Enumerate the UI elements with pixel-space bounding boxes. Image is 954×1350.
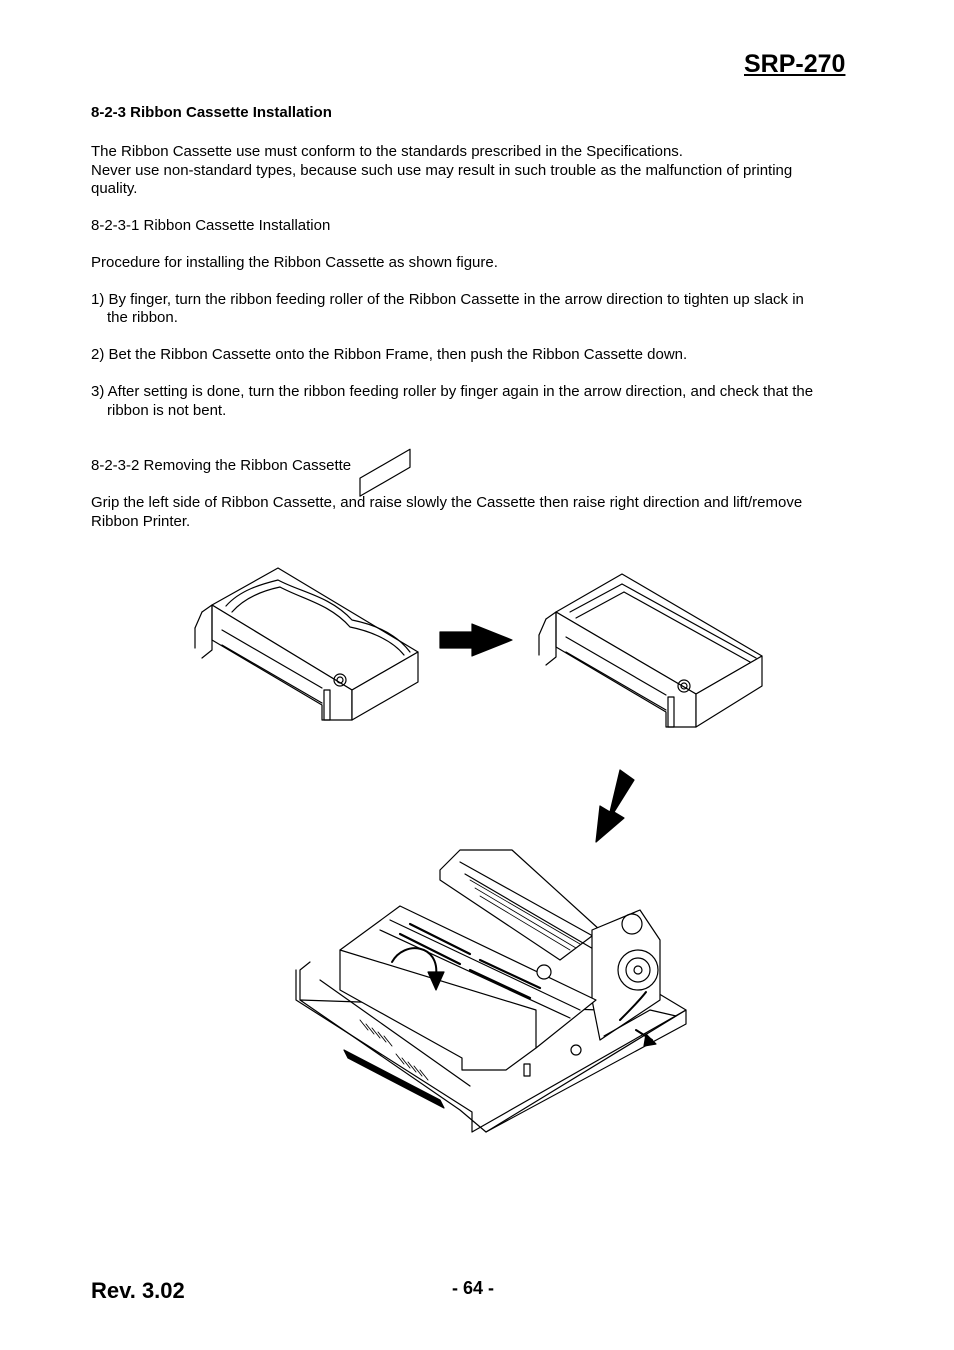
arrow-right-icon <box>440 624 512 656</box>
printer-mechanism <box>296 850 686 1132</box>
step-3-line-1: 3) After setting is done, turn the ribbo… <box>91 383 814 400</box>
remove-heading: 8-2-3-2 Removing the Ribbon Cassette <box>91 457 352 474</box>
cassette-slack-ribbon <box>195 449 418 720</box>
page-number: - 64 - <box>452 1278 495 1298</box>
cassette-tight-ribbon <box>539 574 762 727</box>
remove-line-2: Ribbon Printer. <box>91 513 191 530</box>
step-2: 2) Bet the Ribbon Cassette onto the Ribb… <box>91 346 688 363</box>
intro-line-3: quality. <box>91 180 138 197</box>
remove-line-1: Grip the left side of Ribbon Cassette, a… <box>91 494 803 511</box>
step-3-line-2: ribbon is not bent. <box>107 402 227 419</box>
revision-label: Rev. 3.02 <box>91 1278 185 1303</box>
intro-line-2: Never use non-standard types, because su… <box>91 162 793 179</box>
procedure-text: Procedure for installing the Ribbon Cass… <box>91 254 498 271</box>
step-1-line-2: the ribbon. <box>107 309 178 326</box>
arrow-down-left-icon <box>596 770 634 842</box>
section-heading: 8-2-3 Ribbon Cassette Installation <box>91 104 332 121</box>
install-heading: 8-2-3-1 Ribbon Cassette Installation <box>91 217 331 234</box>
step-1-line-1: 1) By finger, turn the ribbon feeding ro… <box>91 291 804 308</box>
model-title: SRP-270 <box>744 50 846 78</box>
intro-line-1: The Ribbon Cassette use must conform to … <box>91 143 683 160</box>
